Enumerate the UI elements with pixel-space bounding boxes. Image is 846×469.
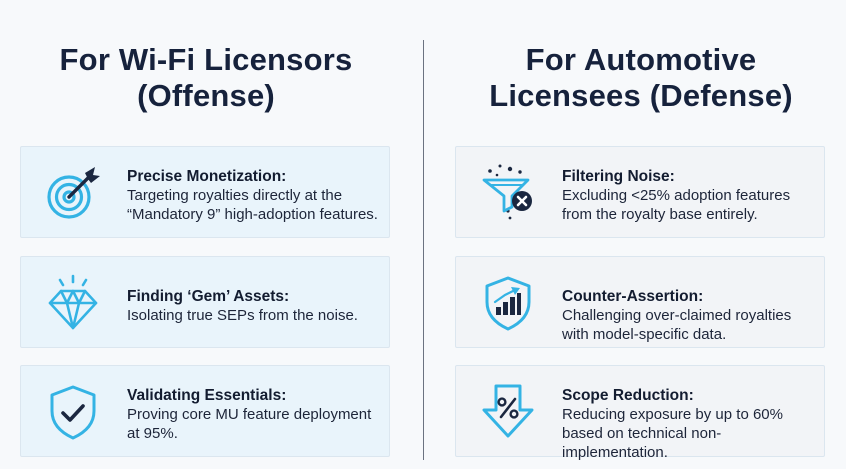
down-arrow-percent-icon bbox=[480, 382, 536, 440]
card-description-line: at 95%. bbox=[127, 425, 178, 442]
licensors-heading-line2: (Offense) bbox=[137, 78, 275, 113]
card-title: Finding ‘Gem’ Assets: bbox=[127, 288, 290, 305]
card-description-line: based on technical non-implementation. bbox=[562, 425, 722, 461]
target-icon bbox=[45, 163, 101, 221]
card-description-line: Isolating true SEPs from the noise. bbox=[127, 307, 358, 324]
licensors-heading-line1: For Wi-Fi Licensors bbox=[59, 42, 353, 77]
licensees-heading: For Automotive Licensees (Defense) bbox=[455, 42, 827, 114]
scope-reduction-card: Scope Reduction: Reducing exposure by up… bbox=[455, 365, 825, 461]
card-title: Scope Reduction: bbox=[562, 387, 694, 404]
counter-assertion-text: Counter-Assertion: Challenging over-clai… bbox=[562, 287, 816, 344]
licensees-heading-line1: For Automotive bbox=[525, 42, 757, 77]
card-description-line: “Mandatory 9” high-adoption features. bbox=[127, 206, 378, 223]
card-title: Precise Monetization: bbox=[127, 168, 287, 185]
validating-essentials-card: Validating Essentials: Proving core MU f… bbox=[20, 365, 390, 457]
card-description-line: Proving core MU feature deployment bbox=[127, 406, 372, 423]
gem-icon bbox=[45, 273, 101, 331]
card-title: Filtering Noise: bbox=[562, 168, 675, 185]
card-title: Validating Essentials: bbox=[127, 387, 287, 404]
validating-essentials-text: Validating Essentials: Proving core MU f… bbox=[127, 386, 381, 443]
licensors-heading: For Wi-Fi Licensors (Offense) bbox=[20, 42, 392, 114]
filtering-noise-card: Filtering Noise: Excluding <25% adoption… bbox=[455, 146, 825, 238]
funnel-filter-icon bbox=[480, 163, 536, 221]
card-description-line: Reducing exposure by up to 60% bbox=[562, 406, 783, 423]
card-description-line: with model-specific data. bbox=[562, 326, 727, 343]
counter-assertion-card: Counter-Assertion: Challenging over-clai… bbox=[455, 256, 825, 348]
filtering-noise-text: Filtering Noise: Excluding <25% adoption… bbox=[562, 167, 816, 224]
precise-monetization-text: Precise Monetization: Targeting royaltie… bbox=[127, 167, 381, 224]
shield-check-icon bbox=[45, 382, 101, 440]
card-description-line: Targeting royalties directly at the bbox=[127, 187, 343, 204]
licensees-heading-line2: Licensees (Defense) bbox=[489, 78, 793, 113]
card-description-line: Excluding <25% adoption features bbox=[562, 187, 791, 204]
column-divider bbox=[423, 40, 424, 460]
scope-reduction-text: Scope Reduction: Reducing exposure by up… bbox=[562, 386, 816, 462]
card-title: Counter-Assertion: bbox=[562, 288, 704, 305]
precise-monetization-card: Precise Monetization: Targeting royaltie… bbox=[20, 146, 390, 238]
card-description-line: Challenging over-claimed royalties bbox=[562, 307, 792, 324]
gem-assets-text: Finding ‘Gem’ Assets: Isolating true SEP… bbox=[127, 287, 381, 325]
card-description-line: from the royalty base entirely. bbox=[562, 206, 758, 223]
gem-assets-card: Finding ‘Gem’ Assets: Isolating true SEP… bbox=[20, 256, 390, 348]
shield-chart-icon bbox=[480, 273, 536, 331]
